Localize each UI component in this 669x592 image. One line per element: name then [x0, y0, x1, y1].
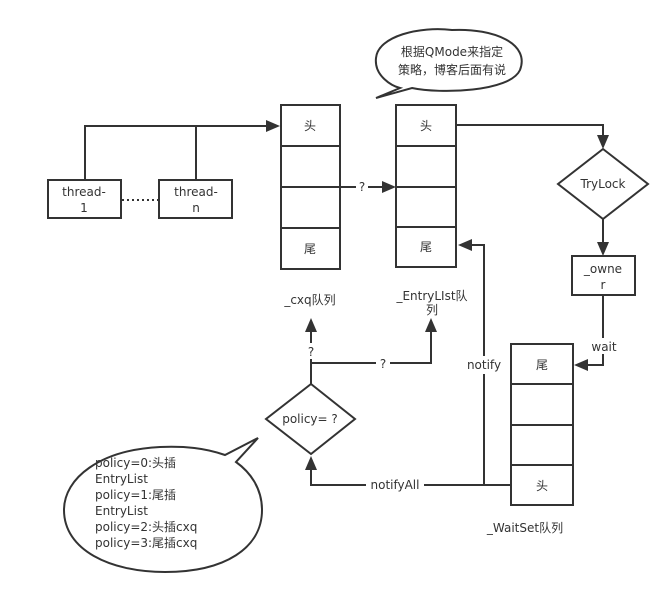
owner-box: _owne r [571, 255, 636, 296]
cxq-to-entrylist-label: ? [359, 180, 365, 194]
wait-label: wait [591, 340, 617, 354]
owner-to-waitset-line [584, 295, 604, 366]
policy-up-label: ? [308, 345, 314, 359]
policy-right-label: ? [380, 357, 386, 371]
svg-text:thread-: thread- [62, 185, 106, 199]
thread-n-box: thread- n [158, 179, 233, 219]
notify-label: notify [467, 358, 501, 372]
trylock-decision: TryLock [556, 147, 650, 221]
cxq-head: 头 [304, 119, 316, 133]
entrylist-caption-line1: _EntryLIst队 [395, 288, 467, 303]
policy-to-entrylist-line [311, 330, 432, 364]
callout-policy: policy=0:头插 EntryList policy=1:尾插 EntryL… [62, 437, 264, 574]
policy-note-line-4: EntryList [95, 504, 148, 518]
arrow-into-waitset-icon [574, 359, 588, 371]
notifyall-line [310, 468, 484, 486]
svg-text:policy= ?: policy= ? [282, 412, 338, 426]
arrow-policy-to-entrylist-icon [425, 318, 437, 332]
cxq-tail: 尾 [304, 242, 316, 256]
svg-text:n: n [192, 201, 200, 215]
entrylist-to-trylock-line [456, 124, 604, 138]
policy-note-line-5: policy=2:头插cxq [95, 520, 197, 534]
policy-note-line-1: policy=0:头插 [95, 456, 176, 470]
arrow-into-cxq-icon [266, 120, 280, 132]
svg-text:r: r [601, 278, 606, 292]
arrow-into-entrylist-icon [382, 181, 396, 193]
arrow-notify-icon [458, 239, 472, 251]
cxq-caption: _cxq队列 [283, 292, 335, 307]
waitset-caption: _WaitSet队列 [486, 520, 563, 535]
entrylist-tail: 尾 [420, 240, 432, 254]
notifyall-label: notifyAll [371, 478, 420, 492]
policy-note-line-3: policy=1:尾插 [95, 488, 176, 502]
callout-qmode: 根据QMode来指定 策略，博客后面有说 [374, 28, 523, 99]
entrylist-queue: 头 尾 [395, 104, 457, 268]
cxq-queue: 头 尾 [280, 104, 341, 270]
callout-qmode-line1: 根据QMode来指定 [401, 44, 503, 59]
arrow-policy-to-cxq-icon [305, 318, 317, 332]
entrylist-caption-line2: 列 [426, 303, 438, 317]
waitset-head: 头 [536, 479, 548, 493]
svg-text:1: 1 [80, 201, 88, 215]
policy-note-line-2: EntryList [95, 472, 148, 486]
policy-note-line-6: policy=3:尾插cxq [95, 536, 197, 550]
thread1-to-cxq-line [84, 125, 270, 180]
arrow-into-trylock-icon [597, 135, 609, 149]
svg-text:TryLock: TryLock [580, 177, 626, 191]
callout-qmode-line2: 策略，博客后面有说 [398, 62, 506, 77]
svg-text:thread-: thread- [174, 185, 218, 199]
svg-text:_owne: _owne [583, 262, 622, 276]
policy-decision: policy= ? [264, 382, 357, 456]
arrow-into-owner-icon [597, 242, 609, 256]
arrow-notifyall-icon [305, 456, 317, 470]
entrylist-head: 头 [420, 119, 432, 133]
waitset-tail: 尾 [536, 358, 548, 372]
thread-1-box: thread- 1 [47, 179, 122, 219]
waitset-queue: 尾 头 [510, 343, 574, 506]
